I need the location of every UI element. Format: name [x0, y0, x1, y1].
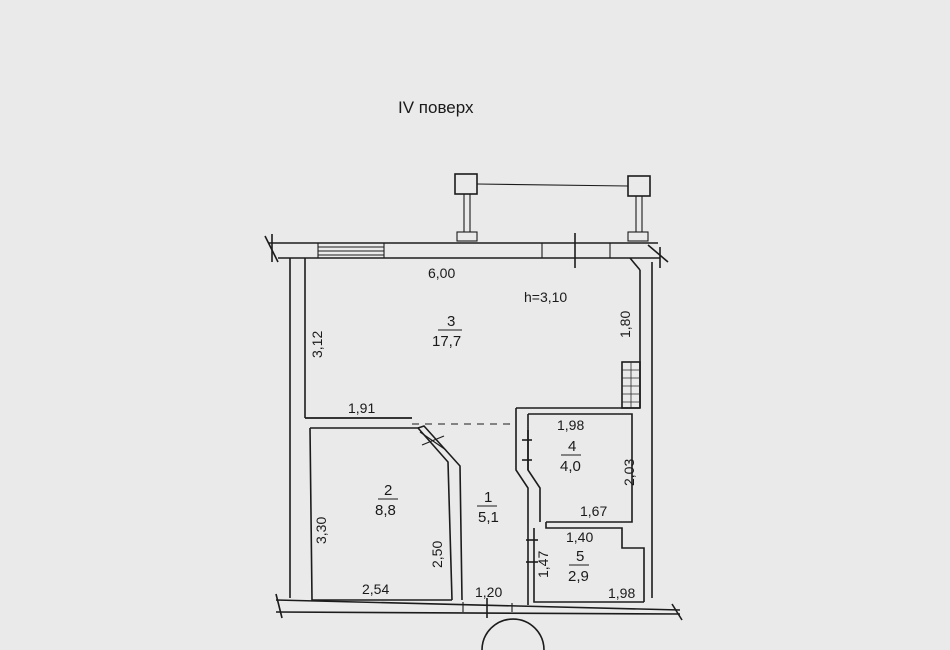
- dim-top-width: 6,00: [428, 265, 455, 281]
- floor-title: IV поверх: [398, 98, 474, 117]
- dim-room4-bottom: 1,67: [580, 503, 607, 519]
- dim-right-room3: 1,80: [617, 311, 633, 338]
- dim-room2-right: 2,50: [429, 541, 445, 568]
- outer-walls: [264, 233, 683, 621]
- room-5-label: 5 2,9: [568, 548, 589, 585]
- balcony-structure: [454, 173, 651, 242]
- dim-room4-top: 1,98: [557, 417, 584, 433]
- window-top-left: [317, 243, 385, 258]
- dim-left-room3: 3,12: [309, 331, 325, 358]
- dim-room5-bottom: 1,98: [608, 585, 635, 601]
- dim-room1-bottom: 1,20: [475, 584, 502, 600]
- svg-text:3: 3: [447, 313, 455, 330]
- dim-room2-left: 3,30: [313, 517, 329, 544]
- dim-room4-right: 2,03: [621, 459, 637, 486]
- balcony-post-right: [627, 175, 651, 197]
- room-3-label: 3 17,7: [432, 313, 462, 350]
- balcony-post-left: [454, 173, 478, 195]
- room-1-label: 1 5,1: [477, 489, 499, 526]
- svg-text:2: 2: [384, 482, 392, 499]
- ventilation-shaft: [621, 361, 641, 409]
- door-balcony: [541, 233, 611, 268]
- svg-text:4: 4: [568, 438, 576, 455]
- interior-walls: [305, 407, 645, 605]
- dim-room5-top: 1,40: [566, 529, 593, 545]
- dim-room2-bottom: 2,54: [362, 581, 389, 597]
- entry-marker: [481, 618, 545, 650]
- ceiling-height-label: h=3,10: [524, 289, 567, 305]
- svg-text:1: 1: [484, 489, 492, 506]
- svg-text:17,7: 17,7: [432, 333, 461, 350]
- svg-text:5,1: 5,1: [478, 509, 499, 526]
- dim-room3-bottom: 1,91: [348, 400, 375, 416]
- svg-text:4,0: 4,0: [560, 458, 581, 475]
- svg-text:2,9: 2,9: [568, 568, 589, 585]
- dim-room5-left: 1,47: [535, 551, 551, 578]
- room-2-label: 2 8,8: [375, 482, 398, 519]
- svg-text:8,8: 8,8: [375, 502, 396, 519]
- room-4-label: 4 4,0: [560, 438, 581, 475]
- svg-text:5: 5: [576, 548, 584, 565]
